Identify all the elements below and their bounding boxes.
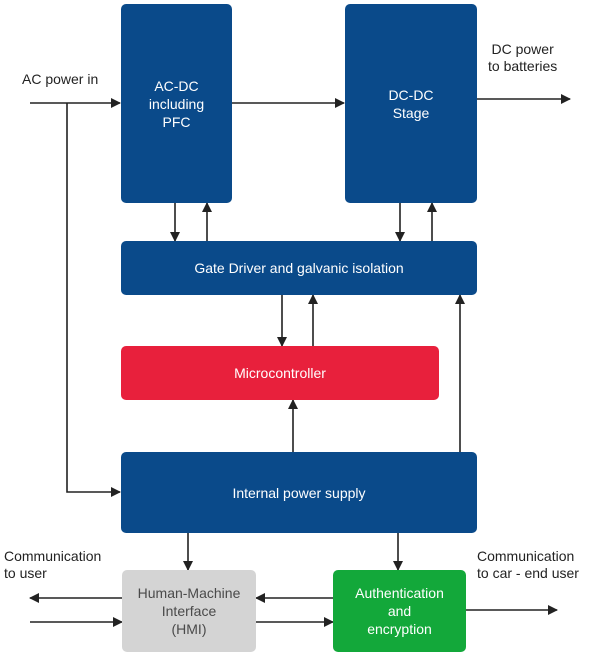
communication-to-car-label: Communication to car - end user [477, 548, 579, 581]
authentication-encryption-block: Authentication and encryption [333, 570, 466, 652]
dc-power-to-batteries-label: DC power to batteries [488, 41, 558, 74]
communication-to-user-label: Communication to user [4, 548, 102, 581]
ac-dc-pfc-block: AC-DC including PFC [121, 4, 232, 203]
hmi-block: Human-Machine Interface (HMI) [122, 570, 256, 652]
microcontroller-block: Microcontroller [121, 346, 439, 400]
ac-power-in-label: AC power in [22, 71, 99, 87]
dc-dc-stage-block: DC-DC Stage [345, 4, 477, 203]
gate-driver-block: Gate Driver and galvanic isolation [121, 241, 477, 295]
internal-power-supply-block: Internal power supply [121, 452, 477, 533]
